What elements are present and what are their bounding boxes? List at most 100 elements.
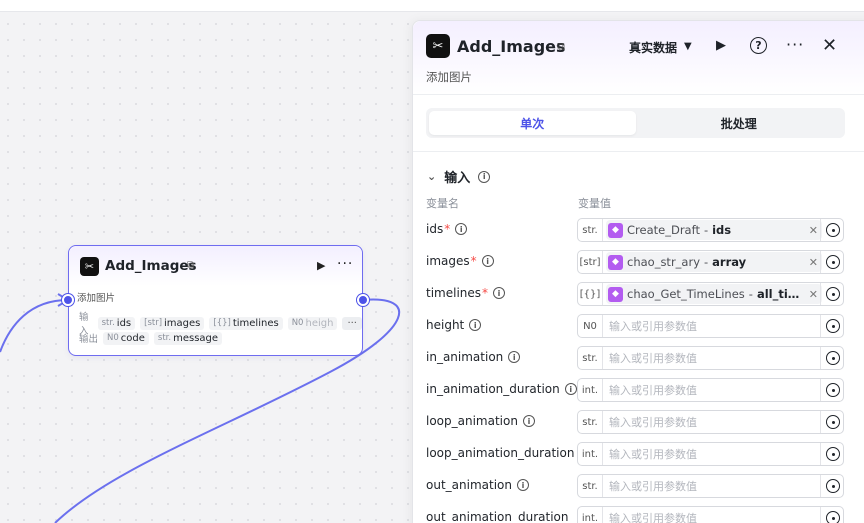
- chevron-down-icon[interactable]: ⌄: [427, 170, 437, 183]
- more-options-button[interactable]: ···: [786, 35, 805, 54]
- reference-picker-icon[interactable]: [826, 511, 840, 523]
- param-row-timelines: timelines*i [{}] ◆ chao_Get_TimeLines - …: [426, 282, 846, 306]
- param-field[interactable]: N0 输入或引用参数值: [577, 314, 844, 338]
- node-input-label: 输入: [79, 312, 89, 337]
- variable-reference[interactable]: ◆ Create_Draft - ids ✕: [606, 220, 822, 240]
- capcut-logo-icon: ✂: [426, 34, 450, 58]
- info-icon[interactable]: i: [522, 415, 535, 427]
- node-input-port[interactable]: [62, 294, 74, 306]
- type-badge: N0: [578, 315, 603, 337]
- param-field[interactable]: [{}] ◆ chao_Get_TimeLines - all_tim··· ✕: [577, 282, 844, 306]
- info-icon[interactable]: i: [564, 383, 577, 395]
- node-input-chip: [str]images: [140, 316, 205, 330]
- reference-picker-icon[interactable]: [826, 447, 840, 461]
- panel-title[interactable]: Add_Images: [457, 37, 566, 56]
- param-input[interactable]: 输入或引用参数值: [609, 448, 697, 461]
- variable-reference[interactable]: ◆ chao_Get_TimeLines - all_tim··· ✕: [606, 284, 822, 304]
- info-icon[interactable]: i: [493, 287, 506, 299]
- type-badge: [str]: [578, 251, 603, 273]
- reference-picker-icon[interactable]: [826, 351, 840, 365]
- col-header-value: 变量值: [578, 197, 611, 210]
- param-row-loop-animation-duration: loop_animation_duration int. 输入或引用参数值: [426, 442, 846, 466]
- divider: [413, 151, 864, 152]
- help-icon[interactable]: ?: [750, 37, 767, 54]
- param-input[interactable]: 输入或引用参数值: [609, 416, 697, 429]
- reference-picker-icon[interactable]: [826, 287, 840, 301]
- reference-picker-icon[interactable]: [826, 223, 840, 237]
- param-label: timelines*i: [426, 286, 506, 300]
- clear-icon[interactable]: ✕: [808, 287, 818, 301]
- param-field[interactable]: str. 输入或引用参数值: [577, 474, 844, 498]
- variable-reference[interactable]: ◆ chao_str_ary - array ✕: [606, 252, 822, 272]
- data-mode-dropdown[interactable]: 真实数据: [629, 41, 678, 55]
- node-title: Add_Images: [105, 258, 197, 274]
- node-output-port[interactable]: [357, 294, 369, 306]
- run-mode-tabs: 单次 批处理: [426, 108, 845, 138]
- tab-batch[interactable]: 批处理: [720, 116, 757, 131]
- edge-outgoing: [54, 298, 401, 523]
- param-label: images*i: [426, 254, 494, 268]
- info-icon[interactable]: i: [481, 255, 494, 267]
- info-icon[interactable]: i: [478, 170, 491, 183]
- reference-picker-icon[interactable]: [826, 415, 840, 429]
- run-node-button[interactable]: ▶: [317, 259, 326, 272]
- param-field[interactable]: str. 输入或引用参数值: [577, 410, 844, 434]
- info-icon[interactable]: i: [508, 351, 521, 363]
- param-label: loop_animation_duration: [426, 446, 575, 460]
- param-input[interactable]: 输入或引用参数值: [609, 512, 697, 523]
- add-images-node[interactable]: ✂ Add_Images ⧉ ▶ ··· 添加图片 输入 str.ids [st…: [68, 245, 363, 356]
- field-separator: [820, 507, 821, 523]
- node-settings-panel: ✂ Add_Images ⧉ 真实数据 ▼ ▶ ? ··· ✕ 添加图片 单次 …: [412, 20, 864, 523]
- info-icon[interactable]: i: [455, 223, 468, 235]
- run-button[interactable]: ▶: [716, 38, 726, 53]
- type-badge: [{}]: [578, 283, 603, 305]
- copy-icon[interactable]: ⧉: [557, 40, 565, 53]
- copy-icon[interactable]: ⧉: [187, 260, 195, 271]
- node-header: [69, 246, 362, 286]
- capcut-logo-icon: ✂: [80, 257, 99, 276]
- caret-down-icon[interactable]: ▼: [684, 41, 692, 52]
- param-input[interactable]: 输入或引用参数值: [609, 352, 697, 365]
- reference-picker-icon[interactable]: [826, 255, 840, 269]
- param-field[interactable]: [str] ◆ chao_str_ary - array ✕: [577, 250, 844, 274]
- node-input-chip: [{}]timelines: [209, 316, 283, 330]
- type-badge: int.: [578, 507, 603, 523]
- field-separator: [820, 411, 821, 433]
- node-output-label: 输出: [79, 334, 99, 345]
- clear-icon[interactable]: ✕: [808, 223, 818, 237]
- close-icon[interactable]: ✕: [822, 35, 838, 56]
- clear-icon[interactable]: ✕: [808, 255, 818, 269]
- type-badge: int.: [578, 443, 603, 465]
- param-field[interactable]: int. 输入或引用参数值: [577, 378, 844, 402]
- node-more-button[interactable]: ···: [337, 256, 354, 272]
- param-field[interactable]: str. 输入或引用参数值: [577, 346, 844, 370]
- panel-description: 添加图片: [426, 70, 472, 84]
- info-icon[interactable]: i: [469, 319, 482, 331]
- param-field[interactable]: int. 输入或引用参数值: [577, 506, 844, 523]
- reference-picker-icon[interactable]: [826, 319, 840, 333]
- info-icon[interactable]: i: [516, 479, 529, 491]
- field-separator: [820, 315, 821, 337]
- reference-picker-icon[interactable]: [826, 479, 840, 493]
- field-separator: [820, 283, 821, 305]
- type-badge: int.: [578, 379, 603, 401]
- panel-header: [413, 21, 864, 95]
- tab-single[interactable]: 单次: [429, 111, 636, 135]
- param-input[interactable]: 输入或引用参数值: [609, 384, 697, 397]
- inputs-section-header[interactable]: ⌄ 输入 i: [427, 167, 491, 186]
- param-field[interactable]: int. 输入或引用参数值: [577, 442, 844, 466]
- reference-picker-icon[interactable]: [826, 383, 840, 397]
- param-input[interactable]: 输入或引用参数值: [609, 480, 697, 493]
- param-input[interactable]: 输入或引用参数值: [609, 320, 697, 333]
- section-title: 输入: [444, 171, 471, 186]
- cube-icon: ◆: [608, 222, 623, 238]
- param-field[interactable]: str. ◆ Create_Draft - ids ✕: [577, 218, 844, 242]
- node-inputs-more[interactable]: ···: [342, 316, 362, 330]
